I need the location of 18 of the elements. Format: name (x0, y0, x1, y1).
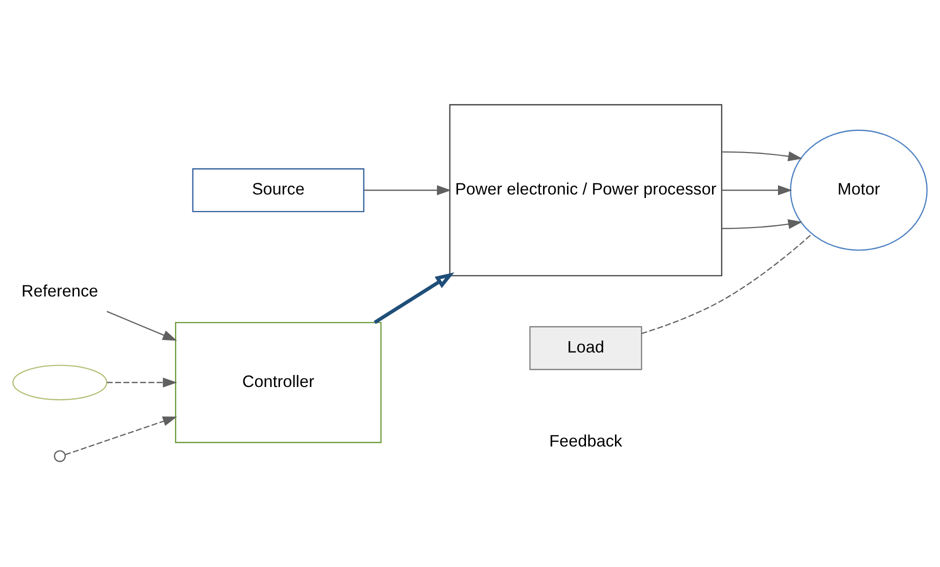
node-box: Power electronic / Power processor (449, 104, 722, 276)
node-text: Reference (22, 281, 98, 300)
node-circle (54, 450, 66, 462)
connector (641, 233, 812, 334)
arrow (722, 184, 792, 195)
node-box: Controller (175, 321, 382, 443)
node-ellipse: Motor (790, 129, 928, 250)
arrow (364, 184, 452, 195)
node-box: Load (529, 326, 642, 370)
node-ellipse (12, 364, 108, 400)
label: Feedback (549, 430, 622, 450)
arrow (722, 218, 802, 229)
arrow (106, 377, 178, 388)
arrow (374, 272, 454, 324)
arrow (106, 310, 177, 340)
arrow (64, 416, 178, 455)
arrow (722, 150, 802, 161)
node-box: Source (192, 168, 364, 212)
